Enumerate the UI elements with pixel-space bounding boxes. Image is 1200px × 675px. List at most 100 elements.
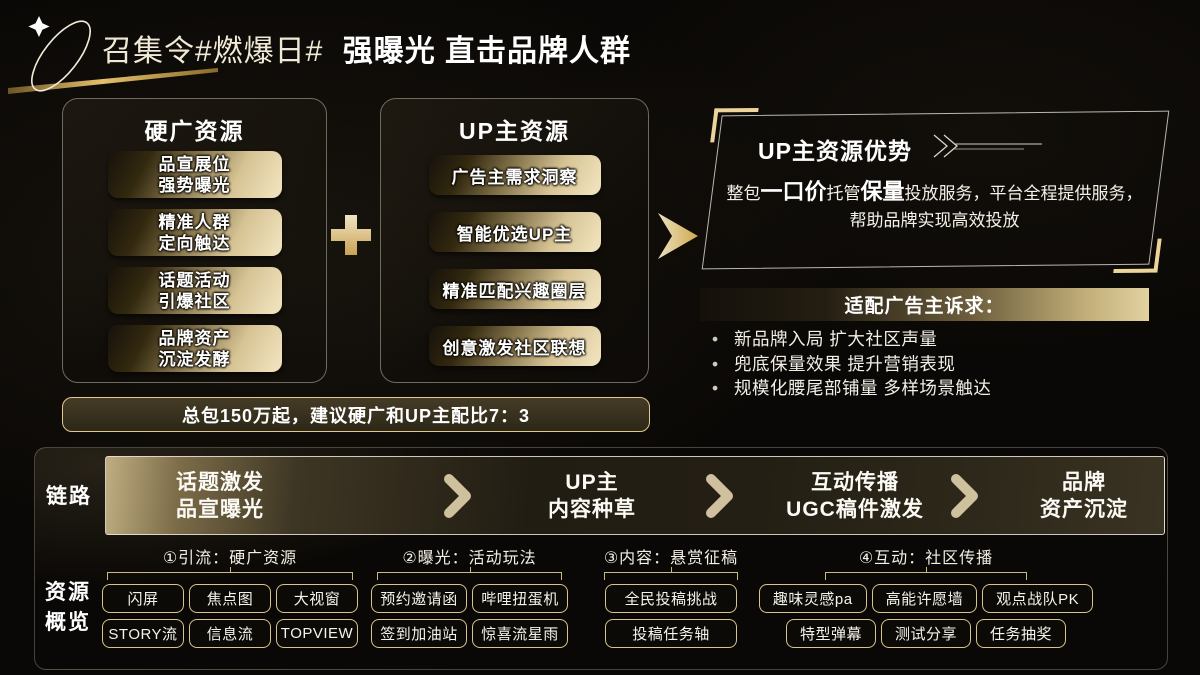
funnel-step-line2: UGC稿件激发	[786, 497, 924, 521]
resource-group: ②曝光：活动玩法预约邀请函哔哩扭蛋机签到加油站惊喜流星雨	[371, 544, 568, 654]
advantage-text-run: 一口价	[760, 179, 827, 204]
demand-bullet: 兜底保量效果 提升营销表现	[704, 352, 1174, 377]
group-bracket	[604, 567, 738, 580]
funnel-step-line1: 话题激发	[176, 470, 264, 494]
arrow-right-icon	[652, 210, 702, 267]
chevron-right-icon	[949, 473, 979, 519]
resource-chip: 特型弹幕	[785, 619, 876, 648]
up-box-title: UP主资源	[459, 118, 570, 144]
resource-chip: 焦点图	[189, 584, 271, 613]
hard-ad-item: 品宣展位强势曝光	[107, 151, 282, 198]
group-bracket	[825, 567, 1027, 580]
page-title: 召集令#燃爆日# 强曝光 直击品牌人群	[102, 26, 631, 70]
resource-chip: 观点战队PK	[982, 584, 1094, 613]
hard-ad-item-line2: 引爆社区	[158, 291, 231, 311]
group-bracket	[107, 567, 353, 580]
page-title-main: 强曝光 直击品牌人群	[342, 35, 632, 68]
advantage-text-run: 投放服务，平台全程提供服务，帮助品牌实现高效投放	[849, 184, 1143, 230]
funnel-step-line1: 品牌	[1062, 470, 1106, 494]
page-title-hashtag: 召集令#燃爆日#	[102, 35, 324, 68]
plus-icon	[329, 213, 373, 262]
up-resources-box: UP主资源 广告主需求洞察智能优选UP主精准匹配兴趣圈层创意激发社区联想	[380, 98, 649, 383]
resource-label-line2: 概览	[45, 611, 91, 634]
resource-chip: 大视窗	[276, 584, 358, 613]
resource-group-title: ④互动：社区传播	[858, 550, 994, 567]
resource-row: 特型弹幕测试分享任务抽奖	[783, 619, 1069, 648]
group-bracket	[377, 567, 562, 580]
chevron-right-icon	[442, 473, 472, 519]
resource-row: 签到加油站惊喜流星雨	[371, 619, 568, 648]
resource-overview-label: 资源 概览	[45, 578, 91, 638]
resource-chip: 任务抽奖	[976, 619, 1067, 648]
resource-chip: 预约邀请函	[371, 584, 467, 613]
advantage-box: UP主资源优势 整包一口价托管保量投放服务，平台全程提供服务，帮助品牌实现高效投…	[712, 113, 1157, 265]
resource-chip: STORY流	[102, 619, 184, 648]
resource-chip: 惊喜流星雨	[472, 619, 568, 648]
resource-label-line1: 资源	[45, 581, 91, 604]
hard-ad-item-line1: 品牌资产	[158, 328, 231, 348]
resource-chip: 趣味灵感pa	[758, 584, 867, 613]
demand-banner: 适配广告主诉求：	[700, 288, 1149, 321]
demand-bullet: 规模化腰尾部铺量 多样场景触达	[704, 376, 1174, 401]
funnel-step-line1: 互动传播	[810, 470, 899, 494]
resource-row: 投稿任务轴	[598, 619, 744, 648]
resource-group-title: ①引流：硬广资源	[162, 550, 298, 567]
funnel-step-line2: 品宣曝光	[176, 497, 264, 521]
demand-list: 新品牌入局 扩大社区声量兜底保量效果 提升营销表现规模化腰尾部铺量 多样场景触达	[704, 327, 1174, 401]
funnel-step-line2: 资产沉淀	[1040, 497, 1128, 521]
funnel-step-line1: UP主	[565, 470, 619, 494]
resource-chip: 闪屏	[102, 584, 184, 613]
resource-chip: 哔哩扭蛋机	[472, 584, 568, 613]
hard-ad-box-title: 硬广资源	[144, 118, 245, 144]
up-resource-item: 创意激发社区联想	[428, 326, 601, 366]
hard-ad-item: 品牌资产沉淀发酵	[107, 325, 282, 372]
hard-ad-item-line1: 话题活动	[158, 270, 231, 290]
up-resource-item: 精准匹配兴趣圈层	[428, 269, 601, 309]
resource-chip: 全民投稿挑战	[605, 584, 737, 613]
advantage-title-row: UP主资源优势	[712, 113, 1157, 167]
resource-chip: 信息流	[189, 619, 271, 648]
hard-ad-item-line1: 品宣展位	[158, 154, 231, 174]
up-resource-item: 广告主需求洞察	[428, 155, 601, 195]
funnel-step: 互动传播 UGC稿件激发	[786, 469, 924, 523]
hard-ad-item-line2: 沉淀发酵	[158, 349, 231, 369]
advantage-title: UP主资源优势	[758, 137, 912, 164]
hard-ad-item: 精准人群定向触达	[107, 209, 282, 256]
resource-group-title: ③内容：悬赏征稿	[603, 550, 739, 567]
comet-orbit-icon	[6, 4, 231, 105]
funnel-step: UP主内容种草	[548, 469, 636, 523]
resource-group: ③内容：悬赏征稿全民投稿挑战投稿任务轴	[598, 544, 744, 654]
up-resource-item: 智能优选UP主	[428, 212, 601, 252]
resource-chip: 签到加油站	[371, 619, 467, 648]
bottom-panel: 链路 话题激发品宣曝光 UP主内容种草 互动传播 UGC稿件激发 品牌资产沉淀 资源 概…	[34, 447, 1168, 670]
hard-ad-item: 话题活动引爆社区	[107, 267, 282, 314]
demand-bullet: 新品牌入局 扩大社区声量	[704, 327, 1174, 352]
resource-row: 全民投稿挑战	[598, 584, 744, 613]
hard-ad-item-line1: 精准人群	[158, 212, 231, 232]
advantage-text-run: 整包	[726, 184, 761, 203]
chevron-right-icon	[704, 473, 734, 519]
up-resource-items: 广告主需求洞察智能优选UP主精准匹配兴趣圈层创意激发社区联想	[381, 155, 648, 366]
funnel-step-line2: 内容种草	[548, 497, 636, 521]
resource-chip: 投稿任务轴	[605, 619, 737, 648]
advantage-description: 整包一口价托管保量投放服务，平台全程提供服务，帮助品牌实现高效投放	[712, 178, 1157, 234]
funnel-step: 品牌资产沉淀	[1040, 469, 1128, 523]
advantage-text-run: 保量	[860, 179, 905, 204]
resource-chip: TOPVIEW	[276, 619, 358, 648]
hard-ad-resources-box: 硬广资源 品宣展位强势曝光精准人群定向触达话题活动引爆社区品牌资产沉淀发酵	[62, 98, 327, 383]
double-chevron-line-icon	[928, 130, 1048, 167]
funnel-label: 链路	[46, 485, 92, 508]
resource-row: 预约邀请函哔哩扭蛋机	[371, 584, 568, 613]
resource-chip: 高能许愿墙	[871, 584, 978, 613]
resource-row: 闪屏焦点图大视窗	[101, 584, 359, 613]
package-note-bar: 总包150万起，建议硬广和UP主配比7：3	[62, 397, 650, 432]
advantage-text-run: 托管	[826, 184, 861, 203]
resource-group-title: ②曝光：活动玩法	[402, 550, 537, 567]
funnel-flow-bar: 话题激发品宣曝光 UP主内容种草 互动传播 UGC稿件激发 品牌资产沉淀	[105, 456, 1165, 535]
hard-ad-item-line2: 强势曝光	[158, 175, 231, 195]
hard-ad-items: 品宣展位强势曝光精准人群定向触达话题活动引爆社区品牌资产沉淀发酵	[63, 151, 326, 372]
